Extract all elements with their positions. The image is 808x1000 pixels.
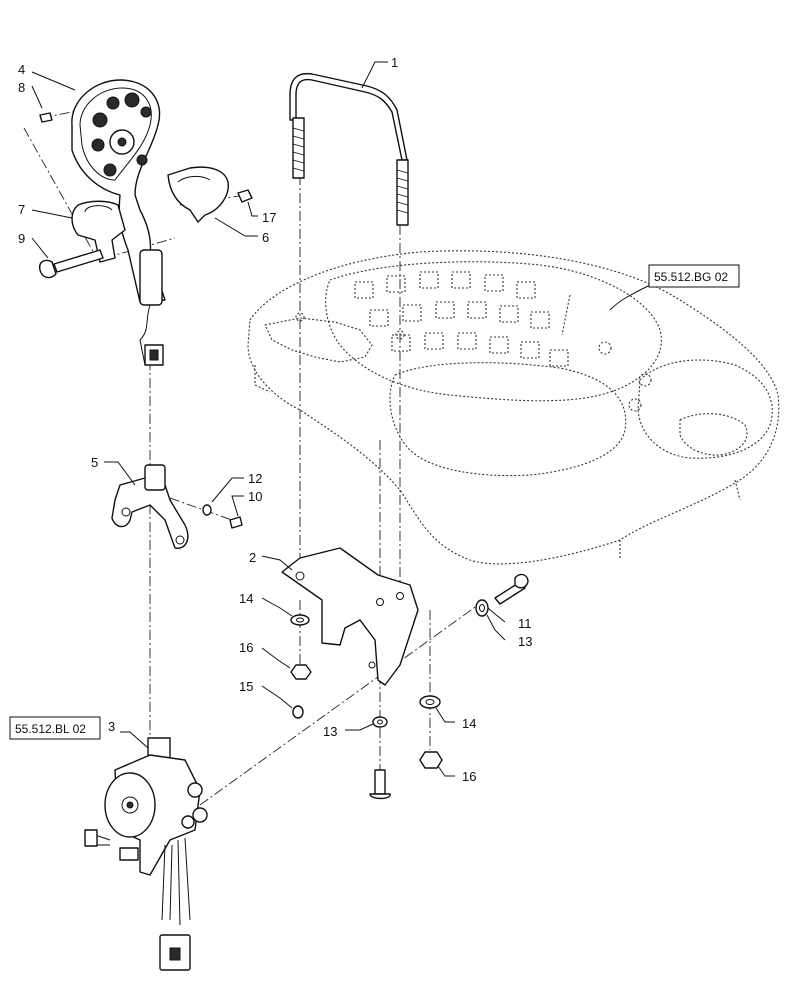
callout-12: 12 (248, 471, 262, 486)
fork-bracket (111, 464, 189, 549)
reference-label-seat: 55.512.BG 02 (654, 270, 728, 284)
callout-10: 10 (248, 489, 262, 504)
washer-13-upper (475, 599, 489, 617)
callout-9: 9 (18, 231, 25, 246)
callout-5: 5 (91, 455, 98, 470)
nut-16-lower (419, 751, 443, 769)
callout-13-lower: 13 (323, 724, 337, 739)
clamp-half-right (167, 166, 229, 223)
callout-6: 6 (262, 230, 269, 245)
callout-15: 15 (239, 679, 253, 694)
callout-11: 11 (518, 616, 532, 631)
sensor-assembly (84, 737, 208, 971)
nut-small (237, 189, 253, 203)
callout-7: 7 (18, 202, 25, 217)
clamp-half-left (71, 200, 126, 263)
callout-16-lower: 16 (462, 769, 476, 784)
callout-labels: 1 2 3 4 5 6 7 8 9 10 11 12 13 13 14 14 1… (18, 55, 532, 784)
washer-14-upper (290, 614, 310, 626)
nut-16-upper (290, 664, 312, 680)
u-bolt (289, 72, 409, 226)
callout-1: 1 (391, 55, 398, 70)
callout-4: 4 (18, 62, 25, 77)
callout-3: 3 (108, 719, 115, 734)
callout-14-upper: 14 (239, 591, 253, 606)
screw-long (38, 249, 104, 279)
callout-14-lower: 14 (462, 716, 476, 731)
mounting-bracket (281, 547, 419, 686)
callout-17: 17 (262, 210, 276, 225)
pin (39, 112, 53, 123)
joystick-handle (71, 79, 166, 366)
seat-platform-reference (247, 250, 780, 565)
washer-and-screw (202, 504, 243, 529)
bolt-short (494, 573, 529, 605)
reference-box-sensor: 55.512.BL 02 (9, 716, 101, 740)
washer-14-lower (419, 695, 441, 709)
callout-16-upper: 16 (239, 640, 253, 655)
callout-2: 2 (249, 550, 256, 565)
carriage-bolt (369, 769, 391, 800)
callout-8: 8 (18, 80, 25, 95)
reference-box-seat: 55.512.BG 02 (648, 264, 740, 288)
washer-13-lower (372, 716, 388, 728)
washer-15 (292, 705, 304, 719)
callout-13-upper: 13 (518, 634, 532, 649)
callout-leaders (31, 61, 651, 777)
reference-label-sensor: 55.512.BL 02 (15, 722, 86, 736)
